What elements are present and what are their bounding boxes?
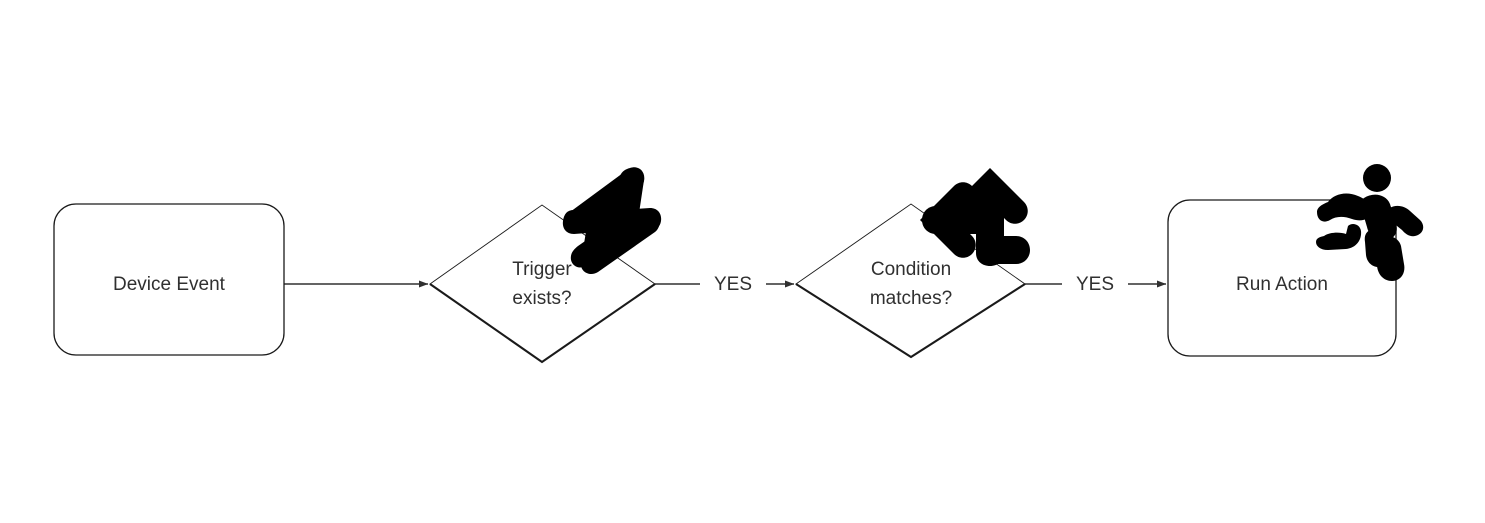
edge-trigger-to-condition: YES (655, 274, 795, 295)
node-label-condition-matches-line2: matches? (870, 288, 952, 309)
edge-condition-to-run-action: YES (1025, 274, 1167, 295)
lightning-bolt-upper-bar (562, 208, 616, 234)
branch-arrow-foot (976, 236, 1030, 264)
runner-head (1363, 164, 1391, 192)
node-device-event[interactable]: Device Event (53, 203, 285, 356)
diamond-lower-edges (795, 283, 1026, 359)
node-label-run-action: Run Action (1236, 274, 1328, 295)
runner-front-arm (1387, 205, 1424, 237)
branch-arrow-left-head (920, 182, 976, 258)
runner-foot (1316, 223, 1362, 250)
node-label-device-event: Device Event (113, 274, 226, 295)
branch-arrow-icon (920, 168, 1030, 266)
lightning-bolt-icon (562, 167, 662, 274)
node-condition-matches[interactable]: Condition matches? (795, 203, 1026, 359)
edge-label-yes-2: YES (1076, 274, 1114, 295)
node-label-trigger-exists-line1: Trigger (512, 259, 572, 280)
node-trigger-exists[interactable]: Trigger exists? (429, 204, 656, 364)
runner-back-arm (1317, 193, 1372, 222)
node-label-trigger-exists-line2: exists? (512, 288, 571, 309)
node-label-condition-matches-line1: Condition (871, 259, 951, 280)
edge-label-yes-1: YES (714, 274, 752, 295)
runner-front-leg (1375, 236, 1405, 281)
running-person-icon (1316, 164, 1424, 281)
lightning-bolt-lower-stroke (570, 211, 642, 268)
diamond-lower-edges (429, 283, 656, 364)
node-run-action[interactable]: Run Action (1167, 199, 1397, 357)
node-shape-rounded-rect[interactable] (53, 203, 285, 356)
